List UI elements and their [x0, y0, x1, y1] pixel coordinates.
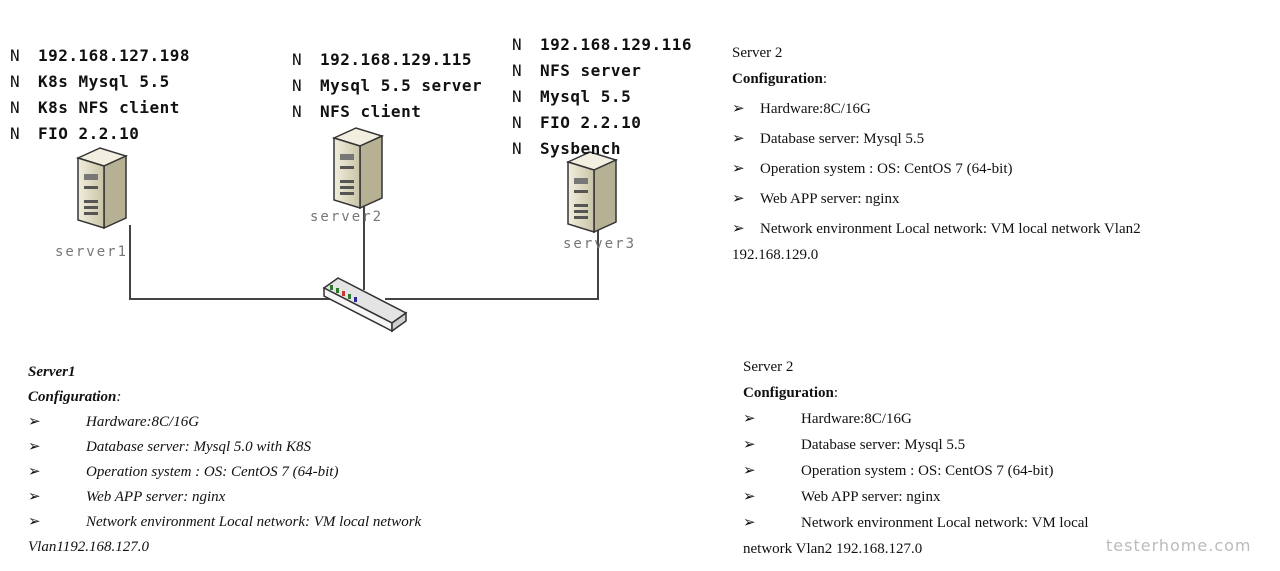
arrow-bullet-icon: ➢ [28, 489, 41, 505]
config-block-bottom-left: Server1 Configuration: ➢Hardware:8C/16G … [28, 360, 421, 560]
config-item: ➢Database server: Mysql 5.0 with K8S [28, 435, 421, 460]
config-block-bottom-right: Server 2 Configuration: ➢Hardware:8C/16G… [743, 354, 1089, 562]
server1-label: server1 [55, 244, 129, 260]
server3-tower-icon [565, 151, 619, 234]
network-switch-icon [322, 277, 408, 333]
arrow-bullet-icon: ➢ [743, 463, 756, 479]
arrow-bullet-icon: ➢ [28, 439, 41, 455]
config-block-top-right: Server 2 Configuration: ➢Hardware:8C/16G… [732, 40, 1141, 268]
config-item: ➢Operation system : OS: CentOS 7 (64-bit… [743, 458, 1089, 484]
config-item: ➢Web APP server: nginx [732, 186, 1141, 212]
server1-tower-icon [75, 147, 129, 230]
arrow-bullet-icon: ➢ [28, 464, 41, 480]
config-heading: Configuration: [732, 71, 828, 87]
bullet-marker: N [292, 76, 303, 95]
config-item: ➢Operation system : OS: CentOS 7 (64-bit… [732, 156, 1141, 182]
bullet-marker: N [10, 72, 21, 91]
config-item: ➢Web APP server: nginx [743, 484, 1089, 510]
arrow-bullet-icon: ➢ [743, 489, 756, 505]
watermark: testerhome.com [1106, 536, 1252, 555]
config-title: Server1 [28, 364, 76, 380]
config-item: ➢Database server: Mysql 5.5 [732, 126, 1141, 152]
config-item: ➢Operation system : OS: CentOS 7 (64-bit… [28, 460, 421, 485]
server2-tower-icon [331, 127, 385, 210]
config-item: ➢Network environment Local network: VM l… [743, 510, 1089, 536]
bullet-marker: N [10, 124, 21, 143]
arrow-bullet-icon: ➢ [732, 161, 745, 177]
link-server3-switch [385, 224, 599, 300]
bullet-marker: N [512, 139, 523, 158]
arrow-bullet-icon: ➢ [28, 514, 41, 530]
config-item: ➢Hardware:8C/16G [732, 96, 1141, 122]
bullet-marker: N [10, 98, 21, 117]
arrow-bullet-icon: ➢ [732, 101, 745, 117]
config-heading: Configuration: [28, 389, 122, 405]
config-item: ➢Database server: Mysql 5.5 [743, 432, 1089, 458]
server2-label: server2 [310, 209, 384, 225]
server3-label: server3 [563, 236, 637, 252]
config-trailing-text: network Vlan2 192.168.127.0 [743, 541, 923, 557]
config-item: ➢Network environment Local network: VM l… [28, 510, 421, 535]
bullet-marker: N [10, 46, 21, 65]
bullet-marker: N [512, 87, 523, 106]
config-trailing-text: Vlan1192.168.127.0 [28, 539, 149, 555]
config-trailing-text: 192.168.129.0 [732, 247, 819, 263]
arrow-bullet-icon: ➢ [732, 191, 745, 207]
config-title: Server 2 [743, 359, 794, 375]
bullet-marker: N [512, 113, 523, 132]
config-item: ➢Hardware:8C/16G [28, 410, 421, 435]
bullet-marker: N [512, 35, 523, 54]
arrow-bullet-icon: ➢ [732, 131, 745, 147]
arrow-bullet-icon: ➢ [732, 221, 745, 237]
config-item: ➢Web APP server: nginx [28, 485, 421, 510]
config-item: ➢Hardware:8C/16G [743, 406, 1089, 432]
bullet-marker: N [512, 61, 523, 80]
arrow-bullet-icon: ➢ [743, 411, 756, 427]
link-server1-switch [129, 225, 335, 300]
config-heading: Configuration: [743, 385, 839, 401]
arrow-bullet-icon: ➢ [743, 437, 756, 453]
bullet-marker: N [292, 102, 303, 121]
config-title: Server 2 [732, 45, 783, 61]
arrow-bullet-icon: ➢ [28, 414, 41, 430]
bullet-marker: N [292, 50, 303, 69]
config-item: ➢Network environment Local network: VM l… [732, 216, 1141, 242]
arrow-bullet-icon: ➢ [743, 515, 756, 531]
